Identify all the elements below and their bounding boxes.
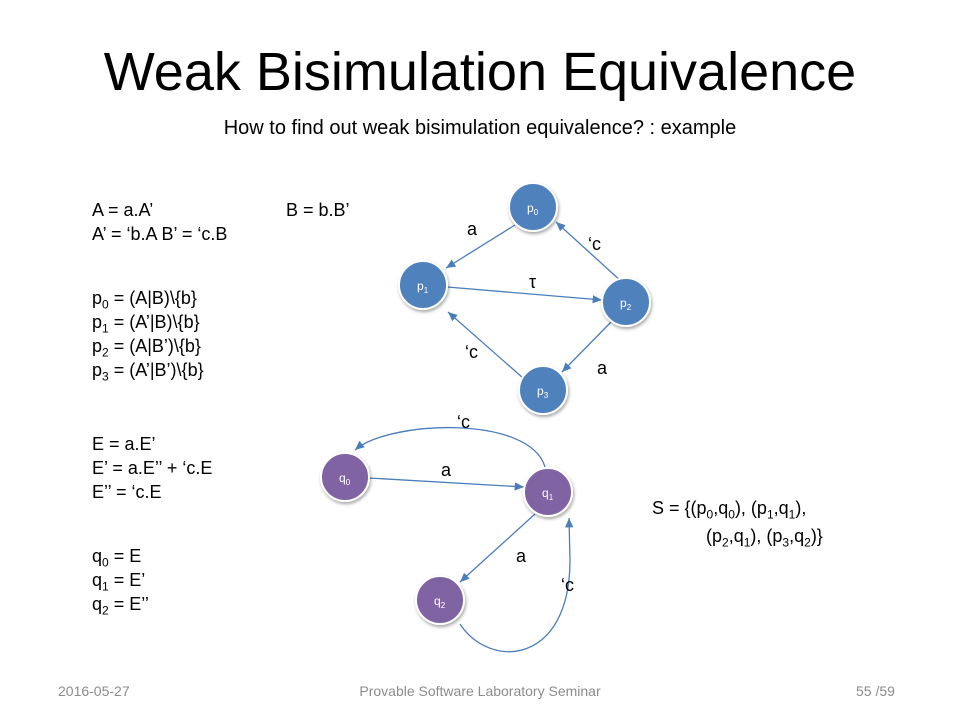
- relation-line-2: (p2,q1), (p3,q2)}: [706, 526, 823, 550]
- slide-subtitle: How to find out weak bisimulation equiva…: [223, 117, 737, 139]
- eq-p2: p2 = (A|B’)\{b}: [92, 336, 201, 360]
- svg-text:q2: q2: [434, 594, 446, 610]
- edge-q0-q1: [368, 477, 525, 491]
- node-p0: p0: [508, 182, 558, 232]
- edge-p3-p1: [447, 311, 524, 379]
- footer-page-number: 55 /59: [856, 683, 895, 699]
- footer-date: 2016-05-27: [58, 683, 130, 699]
- node-p3: p3: [518, 365, 568, 415]
- edge-q1-q0: [354, 427, 546, 468]
- edge-label-p0-p1: a: [467, 219, 478, 239]
- eq-q0: q0 = E: [92, 546, 142, 570]
- edge-label-q1-q0: ‘c: [457, 412, 470, 432]
- node-p2: p2: [601, 277, 651, 327]
- edge-label-q2-q1: ‘c: [561, 575, 574, 595]
- node-p1: p1: [398, 260, 448, 310]
- svg-text:q1: q1: [542, 486, 554, 502]
- slide-title: Weak Bisimulation Equivalence: [103, 42, 857, 102]
- edge-q2-q1: [459, 517, 574, 653]
- eq-p0: p0 = (A|B)\{b}: [92, 288, 197, 312]
- edge-label-p3-p1: ‘c: [465, 342, 478, 362]
- eq-p3: p3 = (A’|B’)\{b}: [92, 360, 204, 384]
- svg-text:p1: p1: [417, 279, 429, 295]
- edge-p0-p1: [445, 224, 516, 269]
- edge-label-q1-q2: a: [516, 546, 527, 566]
- edge-label-p2-p3: a: [597, 358, 608, 378]
- node-q2: q2: [415, 575, 465, 625]
- eq-q2: q2 = E’’: [92, 594, 149, 618]
- eq-p1: p1 = (A’|B)\{b}: [92, 312, 200, 336]
- eq-b-def: B = b.B’: [286, 200, 350, 220]
- node-q1: q1: [523, 467, 573, 517]
- eq-a-def: A = a.A’: [92, 200, 154, 220]
- svg-text:p2: p2: [620, 296, 632, 312]
- svg-text:p3: p3: [537, 384, 549, 400]
- eq-primed-defs: A’ = ‘b.A B’ = ‘c.B: [92, 224, 228, 244]
- edge-p2-p3: [561, 319, 614, 373]
- edge-p1-p2: [446, 286, 603, 304]
- svg-text:p0: p0: [527, 201, 539, 217]
- eq-e: E = a.E’: [92, 434, 156, 454]
- node-q0: q0: [320, 452, 370, 502]
- edge-q1-q2: [459, 513, 536, 583]
- edge-label-p1-p2: τ: [529, 272, 536, 292]
- eq-e-double-prime: E’’ = ‘c.E: [92, 482, 162, 502]
- edge-label-q0-q1: a: [441, 460, 452, 480]
- edge-label-p2-p0: ‘c: [588, 234, 601, 254]
- footer-seminar: Provable Software Laboratory Seminar: [359, 683, 601, 699]
- eq-q1: q1 = E’: [92, 570, 146, 594]
- edge-p2-p0: [555, 221, 623, 283]
- relation-line-1: S = {(p0,q0), (p1,q1),: [652, 498, 807, 522]
- svg-text:q0: q0: [339, 471, 351, 487]
- eq-e-prime: E’ = a.E’’ + ‘c.E: [92, 458, 213, 478]
